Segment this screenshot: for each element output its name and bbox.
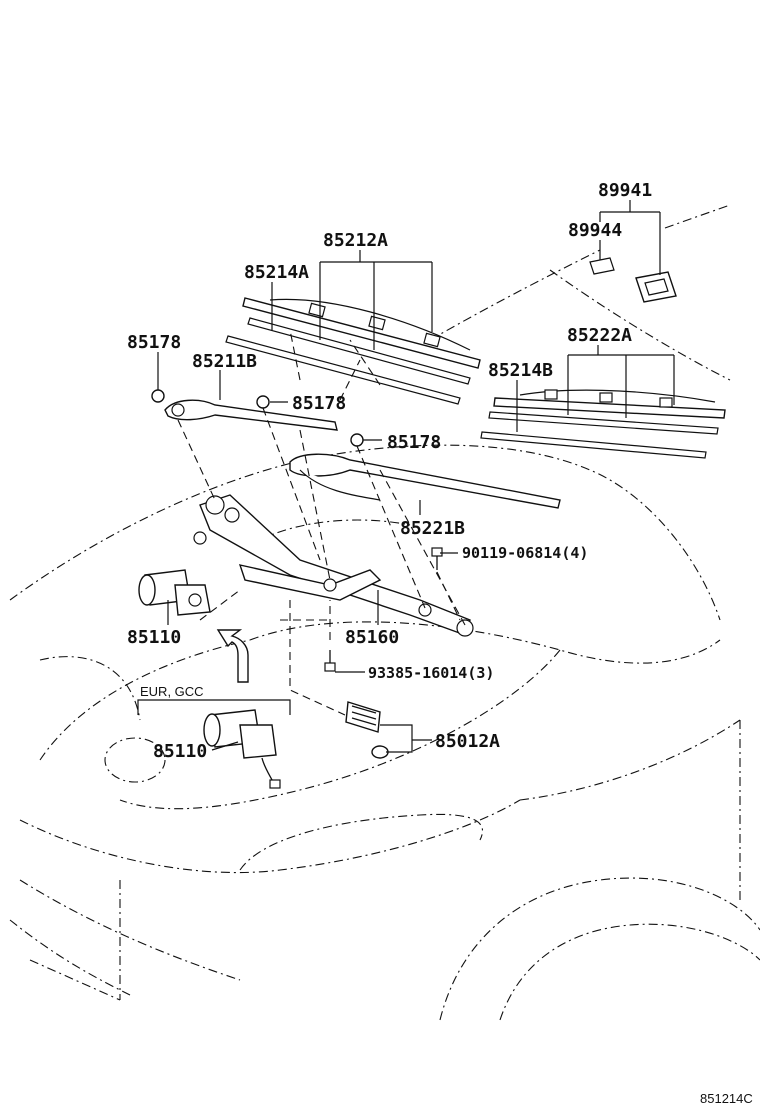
label-85110-a: 85110 [127,627,181,648]
label-85212A: 85212A [323,230,388,251]
nut-85178-a [151,389,165,403]
grommet-85012A [345,701,389,759]
label-93385-16014: 93385-16014(3) [368,664,494,682]
cap-89941 [635,271,677,303]
nut-85178-c [350,433,364,447]
label-85178-c: 85178 [387,432,441,453]
label-85221B: 85221B [400,518,465,539]
label-85178-a: 85178 [127,332,181,353]
label-85012A: 85012A [435,731,500,752]
label-85214B: 85214B [488,360,553,381]
leader-lines [137,200,675,753]
nut-85178-b [256,395,270,409]
label-90119-06814: 90119-06814(4) [462,544,588,562]
wiper-motor-85110-a [138,569,211,616]
clip-89944 [589,257,615,275]
passenger-wiper-blade-85222A [480,389,726,459]
vehicle-body-outline [9,204,760,1021]
label-85214A: 85214A [244,262,309,283]
label-85110-b: 85110 [153,741,207,762]
direction-arrow [216,629,249,683]
label-85222A: 85222A [567,325,632,346]
bolt-93385 [324,650,336,672]
wiper-link-85160 [193,494,474,637]
label-85211B: 85211B [192,351,257,372]
assembly-dashed-lines [177,329,466,716]
label-85178-b: 85178 [292,393,346,414]
wiper-arm-85221B [289,453,561,509]
label-85160: 85160 [345,627,399,648]
diagram-code: 851214C [700,1091,753,1106]
label-eur-gcc: EUR, GCC [140,684,204,699]
wiper-motor-85110-b [203,709,281,789]
front-wiper-blade-85212A [225,297,481,405]
wiper-arm-85211B [164,399,338,431]
label-89941: 89941 [598,180,652,201]
bolt-90119 [431,547,443,570]
label-89944: 89944 [568,220,622,241]
